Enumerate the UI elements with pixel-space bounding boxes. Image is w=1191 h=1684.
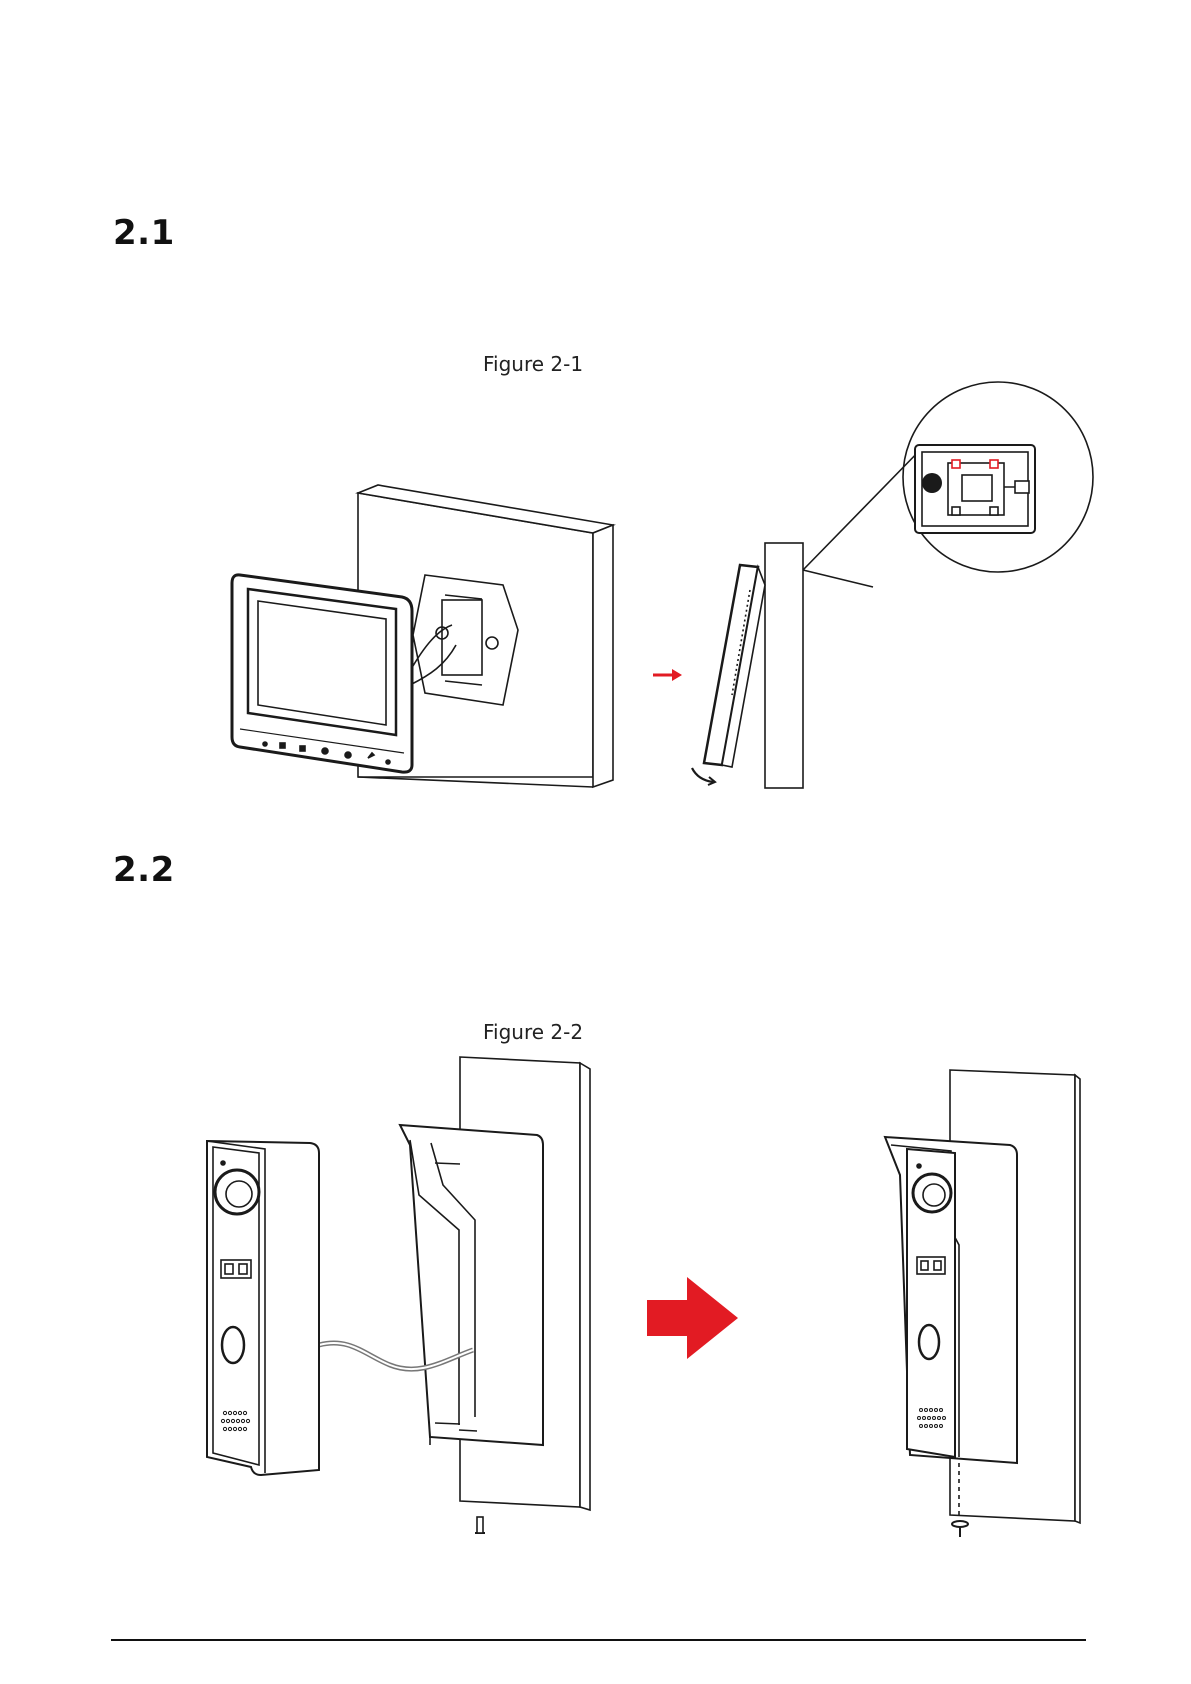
door-station-assembled bbox=[885, 1137, 1017, 1515]
magnifier-detail bbox=[803, 382, 1093, 587]
red-arrow-icon bbox=[647, 1277, 738, 1359]
monitor-illustration bbox=[232, 575, 412, 772]
screw-icon bbox=[475, 1517, 485, 1533]
figure-2-2-illustration bbox=[195, 1045, 1095, 1545]
figure-caption-2-2: Figure 2-2 bbox=[483, 1020, 583, 1044]
section-heading-2-1: 2.1 bbox=[113, 213, 175, 253]
door-station-illustration bbox=[207, 1141, 319, 1475]
screw-icon-right bbox=[952, 1521, 968, 1537]
figure-2-1-illustration bbox=[220, 375, 1100, 795]
footer-rule bbox=[111, 1639, 1086, 1641]
wall-bracket bbox=[413, 575, 518, 705]
red-arrow-icon bbox=[653, 669, 682, 681]
side-wall bbox=[765, 543, 803, 788]
monitor-side-view bbox=[704, 565, 765, 767]
figure-caption-2-1: Figure 2-1 bbox=[483, 352, 583, 376]
section-heading-2-2: 2.2 bbox=[113, 850, 175, 890]
rain-shield bbox=[400, 1125, 543, 1445]
